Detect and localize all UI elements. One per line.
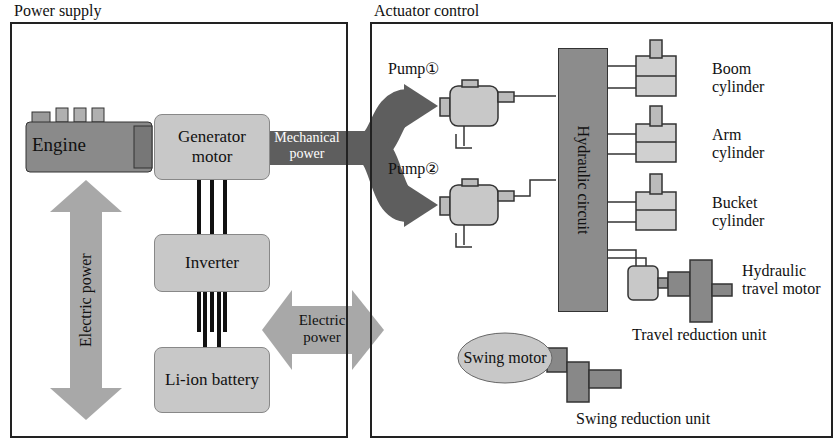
hydraulic-cylinder bbox=[606, 40, 676, 230]
panel-region: Power supplyEngineGenerator motorInverte… bbox=[10, 22, 348, 438]
flow-label: Mechanical power bbox=[264, 130, 350, 162]
power-cable bbox=[223, 292, 227, 332]
mechanical-power-arrow bbox=[262, 84, 438, 227]
power-cable bbox=[217, 292, 221, 347]
flow-label: Electric power bbox=[77, 253, 95, 347]
power-cable bbox=[210, 180, 214, 234]
electric-power-arrow bbox=[50, 180, 122, 420]
pump-symbol bbox=[440, 80, 556, 247]
cable-bundle bbox=[199, 180, 225, 234]
engine-block: Engine bbox=[24, 102, 154, 180]
node-label: Swing motor bbox=[463, 350, 546, 367]
node-label: Inverter bbox=[181, 253, 243, 273]
node-label: Li-ion battery bbox=[161, 370, 263, 390]
part-label: Swing reduction unit bbox=[576, 410, 816, 428]
pump-label: Pump② bbox=[388, 160, 468, 178]
inverter-box: Inverter bbox=[154, 234, 270, 292]
node-label: Actuator control bbox=[374, 2, 479, 20]
pump-label: Pump① bbox=[388, 60, 468, 78]
power-cable bbox=[197, 292, 201, 332]
node-label: Generator motor bbox=[155, 127, 269, 166]
power-cable bbox=[197, 180, 201, 234]
flow-label: Electric power bbox=[288, 312, 356, 347]
generator-box: Generator motor bbox=[154, 114, 270, 180]
part-label: Arm cylinder bbox=[712, 126, 784, 163]
electric-power-arrow bbox=[262, 290, 384, 370]
power-cable bbox=[203, 292, 207, 347]
swing-motor: Swing motor bbox=[457, 332, 553, 384]
cable-bundle bbox=[199, 292, 225, 332]
cable-bundle bbox=[205, 292, 219, 347]
node-label: Engine bbox=[32, 134, 86, 156]
part-label: Bucket cylinder bbox=[712, 194, 784, 231]
node-label: Hydraulic circuit bbox=[574, 126, 592, 235]
part-label: Boom cylinder bbox=[712, 60, 784, 97]
hydraulic-circuit-box: Hydraulic circuit bbox=[558, 48, 608, 312]
travel-motor bbox=[606, 250, 732, 322]
power-cable bbox=[223, 180, 227, 234]
node-label: Power supply bbox=[14, 2, 102, 20]
part-label: Hydraulic travel motor bbox=[742, 262, 832, 299]
part-label: Travel reduction unit bbox=[632, 326, 828, 344]
battery-box: Li-ion battery bbox=[154, 347, 270, 413]
power-cable bbox=[210, 292, 214, 332]
